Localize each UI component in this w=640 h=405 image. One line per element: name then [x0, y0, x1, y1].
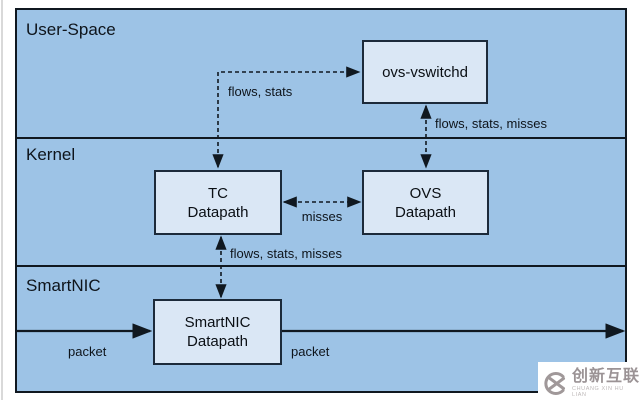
- layer-smartnic: [17, 265, 625, 391]
- architecture-diagram: User-Space Kernel SmartNIC: [15, 8, 627, 393]
- node-tc-datapath: TC Datapath: [154, 170, 282, 235]
- edge-label-flows-stats: flows, stats: [228, 84, 293, 99]
- layer-label-user-space: User-Space: [26, 20, 116, 39]
- watermark-subtext: CHUANG XIN HU LIAN: [572, 386, 624, 398]
- edge-label-packet-out: packet: [291, 344, 330, 359]
- node-ovs-vswitchd: ovs-vswitchd: [362, 40, 488, 104]
- watermark-brand: 创新互联: [572, 368, 640, 385]
- watermark-text: 创新互联 CHUANG XIN HU LIAN: [572, 369, 640, 398]
- node-ovs-datapath: OVS Datapath: [362, 170, 489, 235]
- edge-label-packet-in: packet: [68, 344, 107, 359]
- edge-label-misses: misses: [301, 209, 343, 224]
- edge-label-flows-stats-misses-top: flows, stats, misses: [435, 116, 547, 131]
- watermark-badge: 创新互联 CHUANG XIN HU LIAN: [538, 362, 640, 405]
- left-edge-shadow: [1, 0, 3, 400]
- edge-label-flows-stats-misses-bottom: flows, stats, misses: [230, 246, 342, 261]
- node-smartnic-datapath: SmartNIC Datapath: [153, 299, 282, 365]
- watermark-logo-icon: [544, 372, 565, 395]
- layer-label-smartnic: SmartNIC: [26, 276, 101, 295]
- layer-label-kernel: Kernel: [26, 145, 76, 164]
